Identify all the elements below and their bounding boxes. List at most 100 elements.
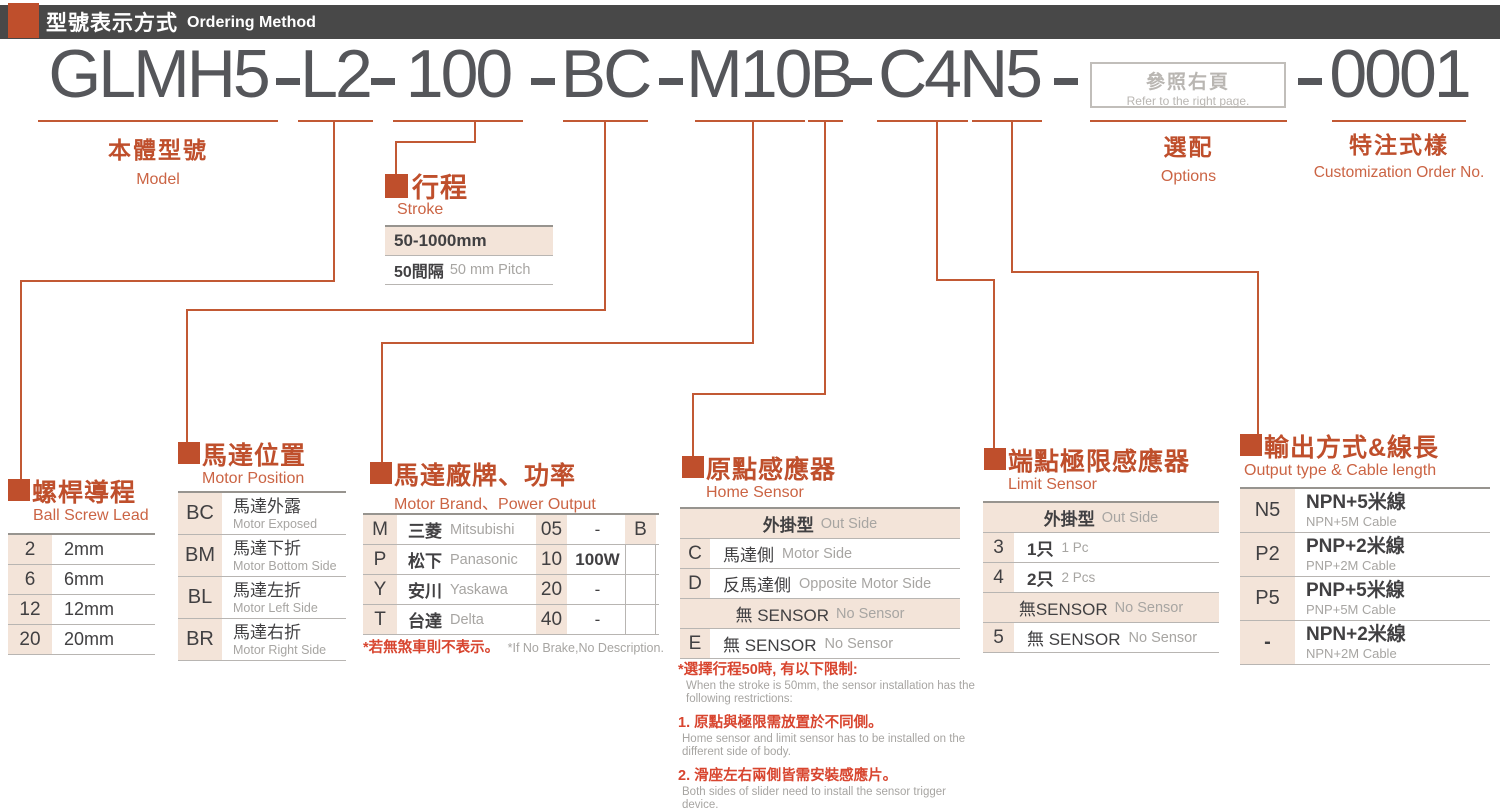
limit-zh: 無 SENSOR (1027, 630, 1121, 649)
position-code: BM (178, 535, 222, 576)
code-segment-sensors: C4N5 (878, 36, 1043, 112)
underline-lead (298, 120, 373, 122)
limit-sensor-header: 外掛型 Out Side (983, 503, 1219, 533)
lead-value: 2mm (64, 539, 104, 559)
output-zh: NPN+2米線 (1306, 624, 1406, 645)
limit-en: 1 Pc (1061, 540, 1089, 555)
note-head-en: When the stroke is 50mm, the sensor inst… (686, 680, 975, 705)
position-zh: 馬達外露 (233, 496, 301, 516)
lead-code: 6 (8, 565, 52, 594)
power-value: - (594, 609, 601, 629)
code-dash (1054, 78, 1078, 85)
limit-sensor-accent-square (984, 448, 1006, 470)
brake-footnote: *若無煞車則不表示。 *If No Brake,No Description. (363, 636, 664, 657)
brand-zh: 台達 (408, 612, 442, 631)
connector-output (1011, 122, 1013, 273)
brand-zh: 松下 (408, 552, 442, 571)
position-zh: 馬達右折 (233, 622, 301, 642)
page-title-en: Ordering Method (187, 14, 316, 31)
output-zh: PNP+5米線 (1306, 580, 1405, 601)
output-zh: NPN+5米線 (1306, 492, 1406, 513)
header-zh: 外掛型 (1043, 510, 1095, 529)
connector-motor-position (604, 122, 606, 311)
brake-footnote-en: *If No Brake,No Description. (507, 641, 664, 655)
connector-limit-sensor (993, 279, 995, 449)
home-en: Opposite Motor Side (799, 575, 932, 592)
label-options-en: Options (1160, 168, 1217, 185)
output-en: NPN+2M Cable (1306, 646, 1397, 661)
connector-home-sensor (692, 393, 826, 395)
lead-title-zh: 螺桿導程 (32, 479, 137, 507)
brand-en: Delta (450, 611, 484, 628)
label-options-zh: 選配 (1163, 134, 1214, 160)
connector-stroke (395, 141, 397, 174)
subheader-zh: 無SENSOR (1018, 600, 1108, 619)
stroke-table: 50-1000mm 50間隔 50 mm Pitch (385, 225, 553, 285)
limit-en: 2 Pcs (1061, 570, 1096, 585)
connector-output (1257, 271, 1259, 435)
power-code: 20 (536, 575, 567, 604)
header-en: Out Side (1101, 509, 1159, 526)
home-sensor-header: 外掛型 Out Side (680, 509, 960, 539)
brand-code: P (363, 545, 397, 574)
brand-en: Panasonic (450, 551, 518, 568)
code-segment-motor-position: BC (560, 36, 652, 112)
home-sensor-title-zh: 原點感應器 (706, 456, 837, 484)
home-zh: 無 SENSOR (723, 636, 817, 655)
brand-en: Yaskawa (450, 581, 508, 598)
label-custom: 特注式樣 Customization Order No. (1249, 126, 1500, 182)
limit-code: 5 (983, 623, 1014, 652)
limit-sensor-title-zh: 端點極限感應器 (1008, 448, 1191, 476)
limit-sensor-subheader: 無SENSOR No Sensor (983, 593, 1219, 623)
note-2-zh: 2. 滑座左右兩側皆需安裝感應片。 (678, 768, 898, 784)
home-en: No Sensor (824, 635, 894, 652)
power-code: 40 (536, 605, 567, 634)
stroke-pitch-en: 50 mm Pitch (449, 262, 531, 278)
motor-brand-title-en: Motor Brand、Power Output (394, 496, 596, 513)
position-code: BL (178, 577, 222, 618)
stroke-title-zh: 行程 (412, 173, 468, 203)
output-en: PNP+5M Cable (1306, 602, 1396, 617)
connector-home-sensor (692, 393, 694, 457)
code-dash (848, 78, 872, 85)
connector-stroke (395, 141, 476, 143)
home-zh: 馬達側 (723, 546, 774, 565)
motor-position-title-zh: 馬達位置 (202, 442, 307, 470)
code-segment-lead: L2 (300, 36, 373, 112)
connector-motor-brand (752, 122, 754, 344)
page-title-zh: 型號表示方式 (46, 12, 178, 35)
underline-brake (808, 120, 843, 122)
lead-value: 12mm (64, 599, 115, 619)
home-sensor-subheader: 無 SENSOR No Sensor (680, 599, 960, 629)
lead-value: 6mm (64, 569, 104, 589)
underline-custom-no (1332, 120, 1466, 122)
brand-code: Y (363, 575, 397, 604)
home-sensor-accent-square (682, 456, 704, 478)
connector-stroke (474, 122, 476, 143)
position-zh: 馬達下折 (233, 538, 301, 558)
motor-brand-title-zh: 馬達廠牌、功率 (394, 462, 577, 490)
output-title-zh: 輸出方式&線長 (1264, 434, 1440, 462)
title-bar-accent-square (8, 3, 39, 38)
label-options: 選配 Options (1090, 128, 1287, 186)
output-code: P2 (1240, 533, 1295, 576)
connector-lead (20, 280, 335, 282)
output-code: P5 (1240, 577, 1295, 620)
brake-code (625, 575, 656, 604)
brand-zh: 三菱 (408, 522, 442, 541)
code-dash (276, 78, 300, 85)
note-1-zh: 1. 原點與極限需放置於不同側。 (678, 715, 883, 731)
power-value: - (594, 579, 601, 599)
stroke50-notes: *選擇行程50時, 有以下限制: When the stroke is 50mm… (678, 658, 978, 812)
brake-code (625, 545, 656, 574)
limit-sensor-title-en: Limit Sensor (1008, 476, 1097, 493)
